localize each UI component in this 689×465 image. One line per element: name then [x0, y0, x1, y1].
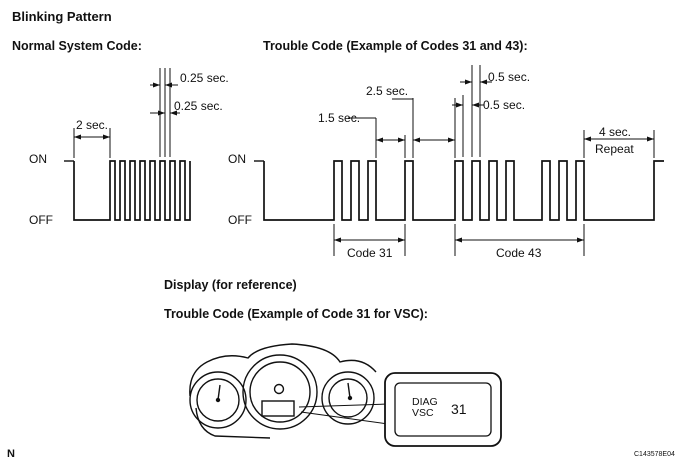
- trouble-waveform: ON OFF: [228, 152, 664, 227]
- trouble-off-label: OFF: [228, 213, 252, 227]
- normal-dur-2: 2 sec.: [76, 118, 108, 132]
- heading: Blinking Pattern: [12, 9, 112, 24]
- center-gauge-hub: [273, 383, 285, 395]
- normal-dur-on: 0.25 sec.: [180, 71, 229, 85]
- vsc-label: VSC: [412, 407, 434, 419]
- display-callout: DIAG VSC 31: [384, 372, 502, 447]
- display-code-value: 31: [451, 401, 467, 417]
- display-title: Display (for reference): [164, 278, 297, 292]
- callout-screen: [394, 382, 492, 437]
- trouble-repeat-label: Repeat: [595, 142, 634, 156]
- left-gauge-needle: [217, 384, 221, 401]
- trouble-dur-4: 4 sec.: [599, 125, 631, 139]
- figure-id: C143578E04: [634, 451, 675, 458]
- footer-left-mark: N: [7, 448, 15, 460]
- center-gauge-dial: [242, 354, 318, 430]
- normal-title: Normal System Code:: [12, 39, 142, 53]
- normal-off-label: OFF: [29, 213, 53, 227]
- normal-signal-line: [73, 160, 191, 221]
- trouble-dimensions: 1.5 sec. 2.5 sec. 0.5 sec. 0.5 sec. 4 se…: [318, 65, 655, 260]
- code-31-label: Code 31: [347, 246, 393, 260]
- trouble-signal-line: [263, 160, 664, 221]
- display-subtitle: Trouble Code (Example of Code 31 for VSC…: [164, 307, 428, 321]
- trouble-dur-25: 2.5 sec.: [366, 84, 408, 98]
- normal-on-label: ON: [29, 152, 47, 166]
- trouble-dur-05-upper: 0.5 sec.: [488, 70, 530, 84]
- normal-waveform: ON OFF: [29, 152, 191, 227]
- trouble-dur-05-lower: 0.5 sec.: [483, 98, 525, 112]
- trouble-title: Trouble Code (Example of Codes 31 and 43…: [263, 39, 528, 53]
- normal-dur-off: 0.25 sec.: [174, 99, 223, 113]
- trouble-on-label: ON: [228, 152, 246, 166]
- right-gauge-needle: [347, 382, 351, 399]
- instrument-cluster: [189, 343, 389, 439]
- cluster-display-window: [261, 400, 295, 417]
- code-43-label: Code 43: [496, 246, 542, 260]
- left-gauge-dial: [189, 371, 247, 429]
- trouble-dur-15: 1.5 sec.: [318, 111, 360, 125]
- normal-dimensions: 2 sec. 0.25 sec. 0.25 sec.: [73, 68, 229, 158]
- right-gauge-dial: [321, 371, 375, 425]
- diag-label: DIAG: [412, 396, 438, 408]
